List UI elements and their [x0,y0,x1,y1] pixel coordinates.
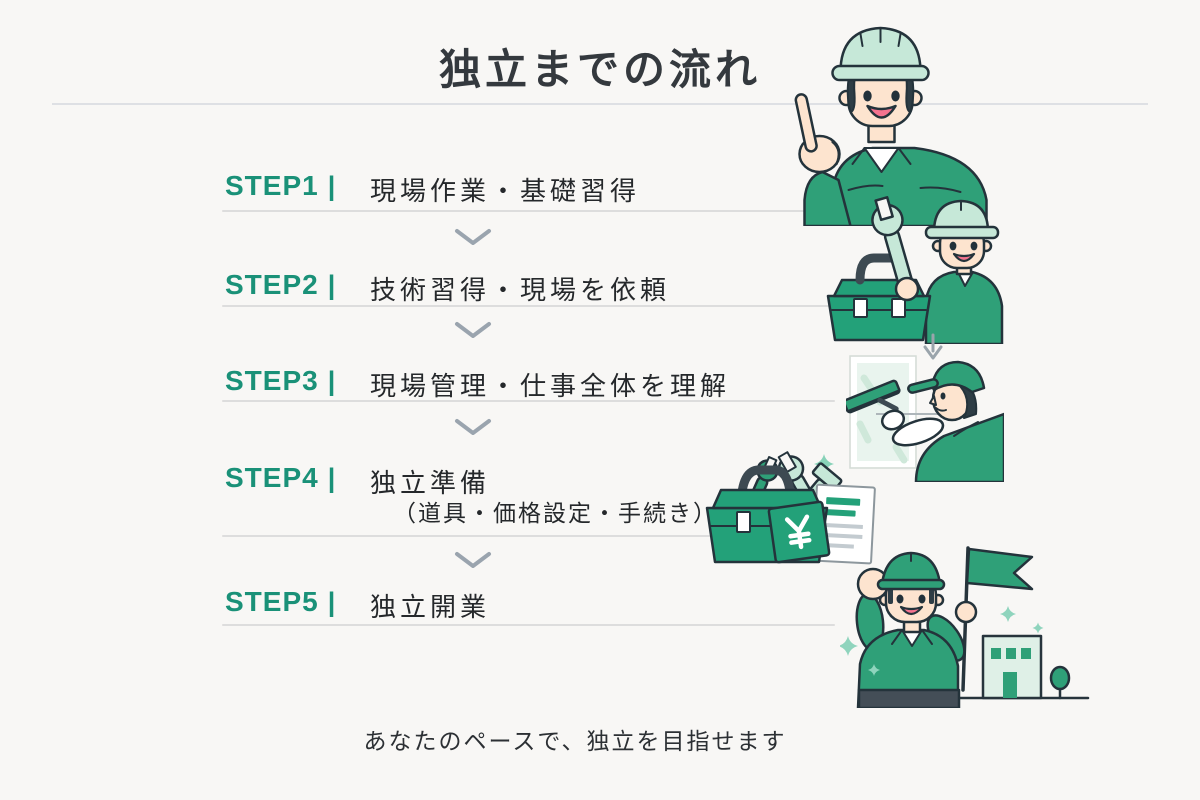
step1-text: 現場作業・基礎習得 [370,176,641,206]
title-divider [52,103,1148,105]
worker-flag-shop-illustration [840,546,1090,708]
step3-text: 現場管理・仕事全体を理解 [370,371,731,401]
worker-wrench-toolbox-illustration [826,196,1004,344]
step2-label: STEP2 [225,269,319,300]
step2-divider [222,305,835,307]
step5-text: 独立開業 [370,592,491,622]
worker-pointing-illustration [794,26,988,226]
step5-divider [222,624,835,626]
yen-icon [767,500,831,564]
sparkle-icon [1032,622,1044,634]
page-title: 独立までの流れ [438,46,761,93]
step4-text: 独立準備 [370,468,491,498]
step-row-3: STEP3 | 現場管理・仕事全体を理解 [225,365,845,401]
step4-divider [222,535,835,537]
chevron-down-icon [455,229,491,245]
step1-divider [222,210,835,212]
step-row-4: STEP4 | 独立準備 [225,462,845,498]
chevron-down-icon [455,322,491,338]
footer-text: あなたのペースで、独立を目指せます [363,728,787,754]
sparkle-icon [1000,606,1016,622]
step4-note: （道具・価格設定・手続き） [393,500,718,526]
toolbox-pricing-illustration [705,451,876,565]
step5-label: STEP5 [225,586,319,617]
step3-divider [222,400,835,402]
step3-label: STEP3 [225,365,319,396]
chevron-down-icon [455,419,491,435]
step2-separator: | [327,270,336,300]
sparkle-icon [868,664,880,676]
step-row-1: STEP1 | 現場作業・基礎習得 [225,170,845,206]
down-arrow-icon [923,333,943,360]
chevron-down-icon [455,552,491,568]
step5-separator: | [327,587,336,617]
step-row-5: STEP5 | 独立開業 [225,586,845,622]
step4-separator: | [327,463,336,493]
worker-window-cleaning-illustration [846,355,1004,482]
step1-separator: | [327,171,336,201]
step4-label: STEP4 [225,462,319,493]
step2-text: 技術習得・現場を依頼 [370,275,671,305]
step1-label: STEP1 [225,170,319,201]
sparkle-icon [840,636,858,656]
step-row-2: STEP2 | 技術習得・現場を依頼 [225,269,845,305]
step3-separator: | [327,366,336,396]
